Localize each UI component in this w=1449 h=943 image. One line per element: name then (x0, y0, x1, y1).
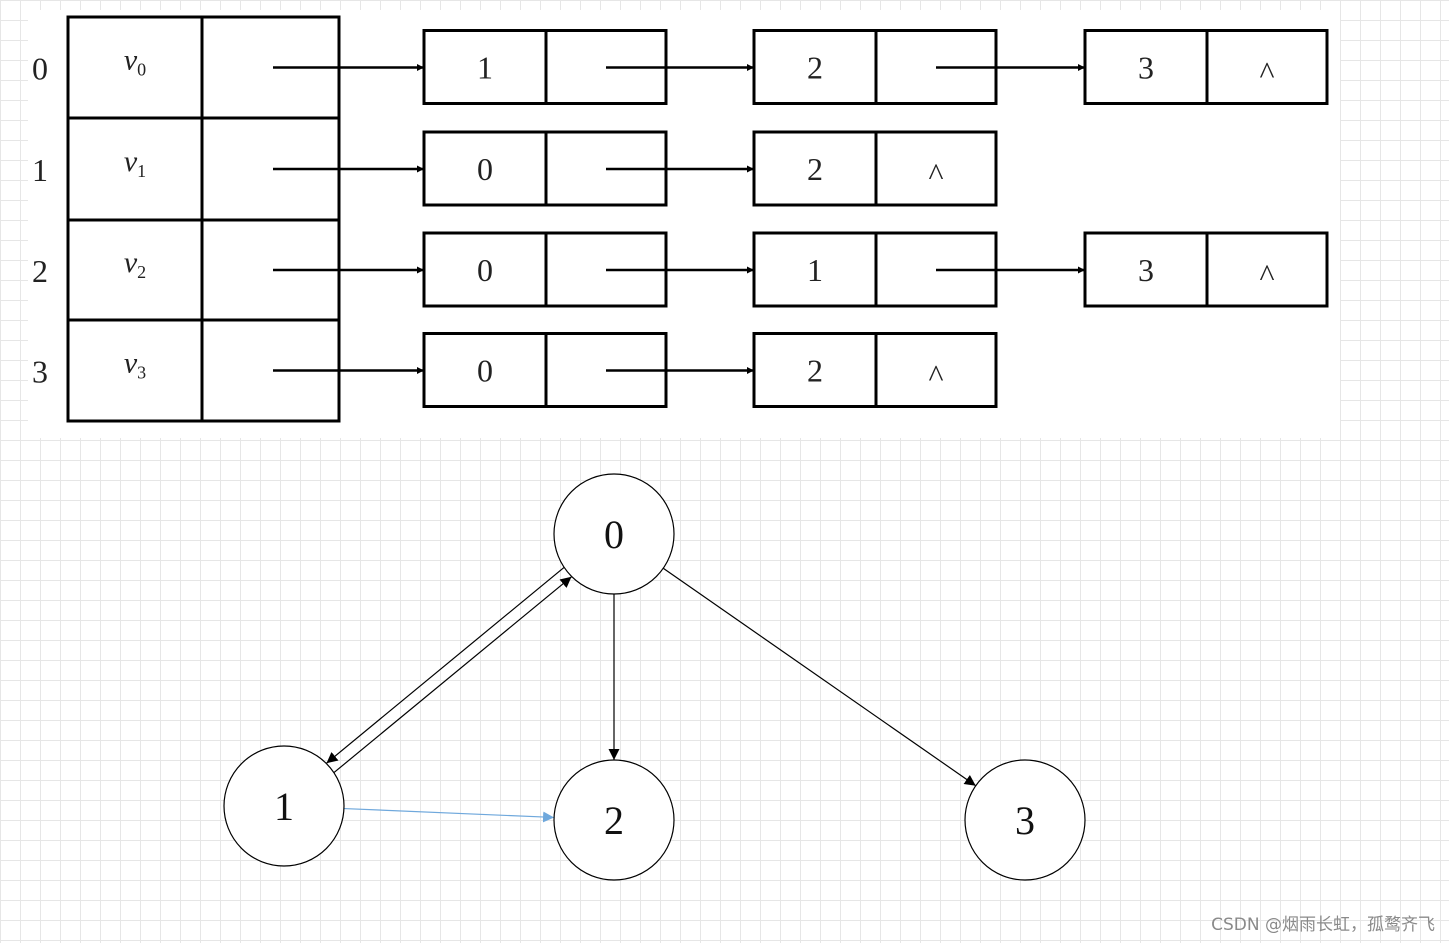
list-node: 3^ (1083, 231, 1329, 308)
null-pointer: ^ (928, 358, 943, 394)
node-vertex: 2 (807, 353, 823, 389)
vertex-label: v0 (124, 44, 146, 80)
graph-node-0: 0 (553, 473, 675, 595)
edge-0-to-3 (662, 567, 977, 787)
graph: 0 1 2 3 (223, 473, 1086, 881)
row-index: 2 (32, 253, 48, 289)
edge-0-to-1 (326, 567, 565, 764)
edge-1-to-2 (343, 807, 555, 823)
graph-node-3: 3 (964, 759, 1086, 881)
null-pointer: ^ (1259, 257, 1274, 293)
row-index: 3 (32, 354, 48, 390)
graph-node-label: 1 (274, 784, 294, 829)
list-node: 2^ (752, 130, 998, 207)
node-vertex: 1 (807, 252, 823, 288)
row-index: 1 (32, 152, 48, 188)
null-pointer: ^ (1259, 55, 1274, 91)
list-node: 3^ (1083, 29, 1329, 105)
node-vertex: 3 (1138, 50, 1154, 86)
vertex-label: v1 (124, 145, 146, 181)
row-index: 0 (32, 51, 48, 87)
node-vertex: 2 (807, 50, 823, 86)
vertex-table (66, 15, 341, 423)
null-pointer: ^ (928, 156, 943, 192)
node-vertex: 1 (477, 50, 493, 86)
edge-1-to-0 (333, 576, 572, 773)
graph-node-label: 2 (604, 798, 624, 843)
node-vertex: 0 (477, 353, 493, 389)
node-vertex: 3 (1138, 252, 1154, 288)
vertex-label: v3 (124, 347, 146, 383)
vertex-label: v2 (124, 246, 146, 282)
graph-node-label: 3 (1015, 798, 1035, 843)
node-vertex: 2 (807, 151, 823, 187)
node-vertex: 0 (477, 252, 493, 288)
graph-node-2: 2 (553, 759, 675, 881)
watermark: CSDN @烟雨长虹，孤鹜齐飞 (1211, 915, 1435, 935)
node-vertex: 0 (477, 151, 493, 187)
graph-node-label: 0 (604, 512, 624, 557)
list-node: 2^ (752, 332, 998, 408)
graph-node-1: 1 (223, 745, 345, 867)
